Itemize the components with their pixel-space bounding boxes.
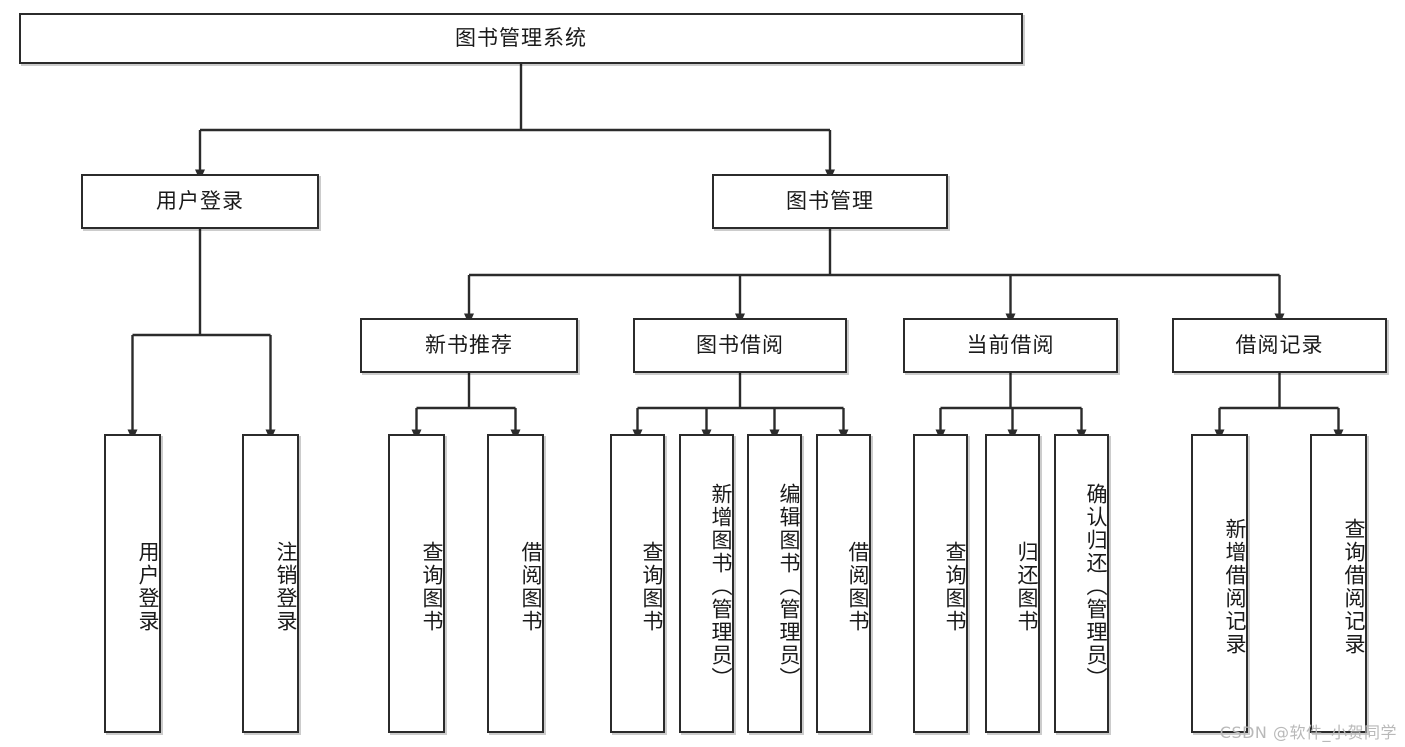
node-label: 用户登录	[136, 540, 160, 633]
node-label: 查询图书	[943, 540, 967, 633]
node-label: 借阅记录	[1235, 332, 1324, 357]
node-label: 借阅图书	[519, 540, 543, 633]
csdn-watermark: CSDN @软件_小贺同学	[1219, 723, 1397, 742]
node-leaf-return-book[interactable]: 归还图书	[985, 434, 1040, 733]
node-leaf-borrow-book-2[interactable]: 借阅图书	[816, 434, 871, 733]
node-leaf-query-record[interactable]: 查询借阅记录	[1310, 434, 1367, 733]
node-user-login[interactable]: 用户登录	[81, 174, 319, 229]
node-current-borrow[interactable]: 当前借阅	[903, 318, 1118, 373]
node-label: 新增图书（管理员）	[709, 483, 733, 690]
node-book-borrow[interactable]: 图书借阅	[633, 318, 847, 373]
node-leaf-user-login[interactable]: 用户登录	[104, 434, 161, 733]
node-borrow-record[interactable]: 借阅记录	[1172, 318, 1387, 373]
node-label: 图书管理	[786, 188, 874, 213]
node-leaf-query-book-2[interactable]: 查询图书	[610, 434, 665, 733]
node-label: 用户登录	[156, 188, 244, 213]
node-leaf-add-book[interactable]: 新增图书（管理员）	[679, 434, 734, 733]
node-label: 借阅图书	[846, 540, 870, 633]
node-leaf-add-record[interactable]: 新增借阅记录	[1191, 434, 1248, 733]
node-book-manage[interactable]: 图书管理	[712, 174, 948, 229]
node-leaf-confirm-return[interactable]: 确认归还（管理员）	[1054, 434, 1109, 733]
node-leaf-query-book-1[interactable]: 查询图书	[388, 434, 445, 733]
node-label: 查询图书	[420, 540, 444, 633]
node-leaf-edit-book[interactable]: 编辑图书（管理员）	[747, 434, 802, 733]
node-new-book-recommend[interactable]: 新书推荐	[360, 318, 578, 373]
node-label: 编辑图书（管理员）	[777, 483, 801, 690]
node-label: 确认归还（管理员）	[1084, 483, 1108, 690]
node-label: 图书管理系统	[455, 25, 587, 50]
node-label: 新增借阅记录	[1223, 517, 1247, 656]
node-label: 当前借阅	[966, 332, 1055, 357]
node-label: 图书借阅	[696, 332, 784, 357]
node-label: 注销登录	[274, 540, 298, 633]
node-leaf-borrow-book-1[interactable]: 借阅图书	[487, 434, 544, 733]
node-label: 新书推荐	[425, 332, 513, 357]
node-label: 查询图书	[640, 540, 664, 633]
edge-paths	[127, 64, 1344, 441]
node-leaf-logout[interactable]: 注销登录	[242, 434, 299, 733]
node-label: 归还图书	[1015, 540, 1039, 633]
node-label: 查询借阅记录	[1342, 517, 1366, 656]
node-leaf-query-book-3[interactable]: 查询图书	[913, 434, 968, 733]
node-root[interactable]: 图书管理系统	[19, 13, 1023, 64]
